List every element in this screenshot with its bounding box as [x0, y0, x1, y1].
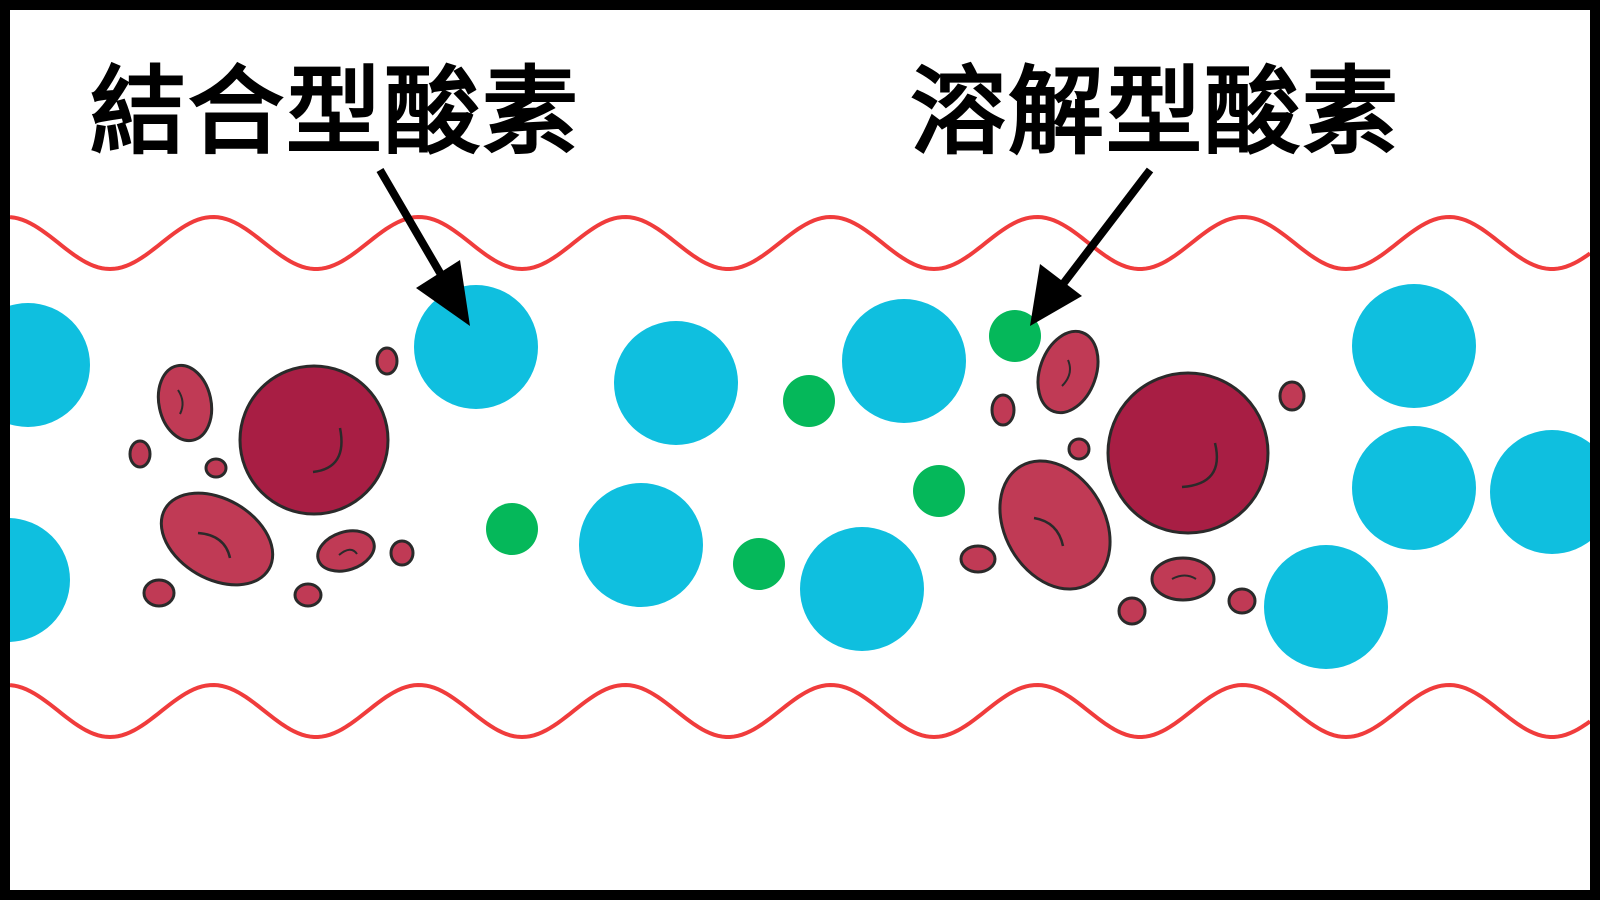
red-blood-cell-crease	[1181, 442, 1219, 489]
bound-oxygen-circle	[10, 303, 90, 427]
red-blood-cell	[1150, 556, 1216, 602]
red-blood-cell	[1036, 329, 1100, 415]
dissolved-oxygen-dot	[486, 503, 538, 555]
red-blood-cell-crease	[1061, 359, 1071, 387]
vessel-wall-top	[10, 215, 1590, 272]
red-blood-cell	[990, 393, 1016, 427]
bound-oxygen-circle	[1352, 426, 1476, 550]
dissolved-oxygen-label: 溶解型酸素	[910, 56, 1400, 168]
bound-oxygen-circle	[1352, 284, 1476, 408]
red-blood-cell	[204, 457, 228, 479]
vessel-wall-bottom	[10, 683, 1590, 740]
red-blood-cell-crease	[1171, 574, 1197, 580]
dissolved-oxygen-dot	[783, 375, 835, 427]
arrow-dissolved-oxygen	[1030, 167, 1154, 326]
blood-vessel-diagram	[10, 167, 1590, 740]
red-blood-cell-cluster-right	[959, 329, 1306, 626]
bound-oxygen-circle	[10, 518, 70, 642]
red-blood-cell	[998, 459, 1112, 591]
red-blood-cell-cluster-left	[128, 346, 415, 608]
bound-oxygen-group	[10, 284, 1590, 669]
bound-oxygen-circle	[614, 321, 738, 445]
bound-oxygen-label: 結合型酸素	[90, 56, 580, 168]
dissolved-oxygen-group	[486, 310, 1041, 590]
bound-oxygen-circle	[1490, 430, 1590, 554]
red-blood-cell	[1117, 596, 1147, 626]
red-blood-cell	[1067, 437, 1091, 461]
bound-oxygen-circle	[800, 527, 924, 651]
dissolved-oxygen-dot	[733, 538, 785, 590]
dissolved-oxygen-dot	[989, 310, 1041, 362]
red-blood-cell	[156, 363, 214, 443]
red-blood-cell	[1227, 587, 1257, 615]
red-blood-cell-crease	[177, 389, 184, 415]
red-blood-cell	[1106, 371, 1270, 535]
arrow-bound-oxygen	[376, 167, 470, 326]
bound-oxygen-circle	[842, 299, 966, 423]
red-blood-cell-crease	[1033, 516, 1065, 547]
bound-oxygen-circle	[579, 483, 703, 607]
red-blood-cell	[293, 582, 323, 608]
red-blood-cell-crease	[312, 427, 343, 474]
diagram-canvas: 結合型酸素 溶解型酸素	[10, 10, 1590, 890]
red-blood-cell	[128, 439, 152, 469]
red-blood-cell	[959, 544, 997, 574]
bound-oxygen-circle	[1264, 545, 1388, 669]
bound-oxygen-circle	[414, 285, 538, 409]
red-blood-cell-crease	[338, 548, 358, 556]
red-blood-cell	[1278, 380, 1306, 412]
red-blood-cell	[375, 346, 399, 376]
red-blood-cell	[389, 539, 415, 567]
dissolved-oxygen-dot	[913, 465, 965, 517]
red-blood-cell-crease	[197, 531, 232, 559]
red-blood-cell	[142, 578, 176, 608]
red-blood-cell	[238, 364, 390, 516]
